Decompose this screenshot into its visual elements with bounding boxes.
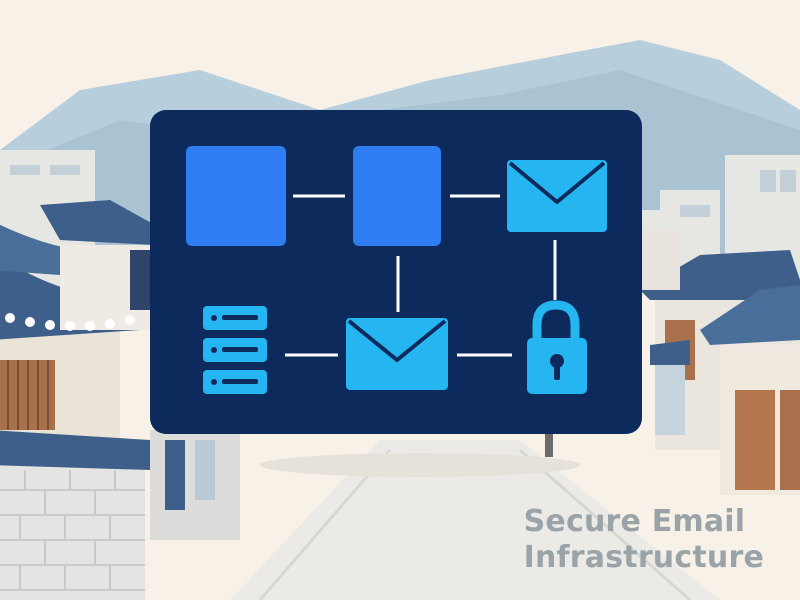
board-post bbox=[545, 425, 553, 457]
caption-line-2: Infrastructure bbox=[523, 540, 764, 575]
board-shadow bbox=[260, 453, 580, 477]
padlock-icon bbox=[527, 300, 587, 394]
road-line-right bbox=[519, 448, 691, 600]
distant-building-windows bbox=[10, 165, 796, 217]
envelope-icon bbox=[346, 318, 448, 390]
caption-line-1: Secure Email bbox=[523, 504, 746, 539]
road bbox=[230, 440, 720, 600]
left-hanok-houses bbox=[0, 200, 240, 600]
right-hanok-houses bbox=[635, 230, 800, 495]
document-block-icon bbox=[186, 146, 286, 246]
envelope-icon bbox=[507, 160, 607, 232]
connector-lines bbox=[285, 194, 557, 357]
server-stack-icon bbox=[203, 306, 267, 394]
caption: Secure Email Infrastructure bbox=[524, 504, 764, 576]
document-block-icon bbox=[353, 146, 441, 246]
